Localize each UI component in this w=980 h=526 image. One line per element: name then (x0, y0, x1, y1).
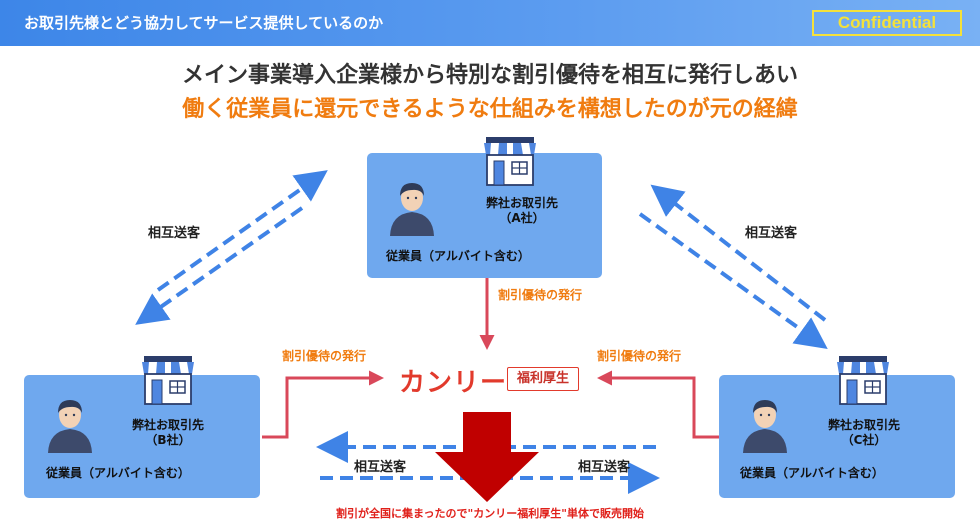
mutual-label-right: 相互送客 (745, 226, 798, 241)
partner-a-employee: 従業員（アルバイト含む） (386, 249, 530, 263)
store-a-icon (483, 136, 537, 186)
partner-c-company: （C社） (841, 433, 887, 447)
partner-a-company: （A社） (499, 211, 545, 225)
kanri-logo: カンリー (399, 368, 508, 398)
issue-arrows (262, 278, 719, 439)
store-c-icon (836, 355, 890, 405)
header-bar: お取引先様とどう協力してサービス提供しているのか Confidential (0, 0, 980, 46)
mutual-label-bottom-right: 相互送客 (578, 460, 631, 475)
big-down-arrow (435, 412, 539, 502)
kanri-logo-sub: 福利厚生 (507, 367, 579, 391)
partner-c-employee: 従業員（アルバイト含む） (740, 466, 884, 480)
partner-a-name: 弊社お取引先 (485, 196, 558, 210)
headline-line2: 働く従業員に還元できるような仕組みを構想したのが元の経緯 (182, 97, 798, 122)
mutual-label-bottom-left: 相互送客 (354, 460, 407, 475)
bottom-note: 割引が全国に集まったので"カンリー福利厚生"単体で販売開始 (335, 507, 645, 520)
issue-label-c: 割引優待の発行 (597, 349, 682, 363)
partner-b-employee: 従業員（アルバイト含む） (46, 466, 190, 480)
employee-c-icon (743, 400, 787, 453)
issue-label-b: 割引優待の発行 (282, 349, 367, 363)
partner-b-company: （B社） (145, 433, 191, 447)
mutual-label-left: 相互送客 (148, 226, 201, 241)
header-title: お取引先様とどう協力してサービス提供しているのか (24, 14, 384, 32)
partner-b-name: 弊社お取引先 (131, 418, 204, 432)
mutual-arrows-right (638, 184, 828, 350)
employee-b-icon (48, 400, 92, 453)
store-b-icon (141, 355, 195, 405)
partner-c-name: 弊社お取引先 (827, 418, 900, 432)
headline-line1: メイン事業導入企業様から特別な割引優待を相互に発行しあい (181, 63, 798, 88)
mutual-arrows-left (135, 170, 328, 325)
employee-a-icon (390, 183, 434, 236)
confidential-badge: Confidential (812, 10, 962, 36)
issue-label-a: 割引優待の発行 (498, 288, 583, 302)
